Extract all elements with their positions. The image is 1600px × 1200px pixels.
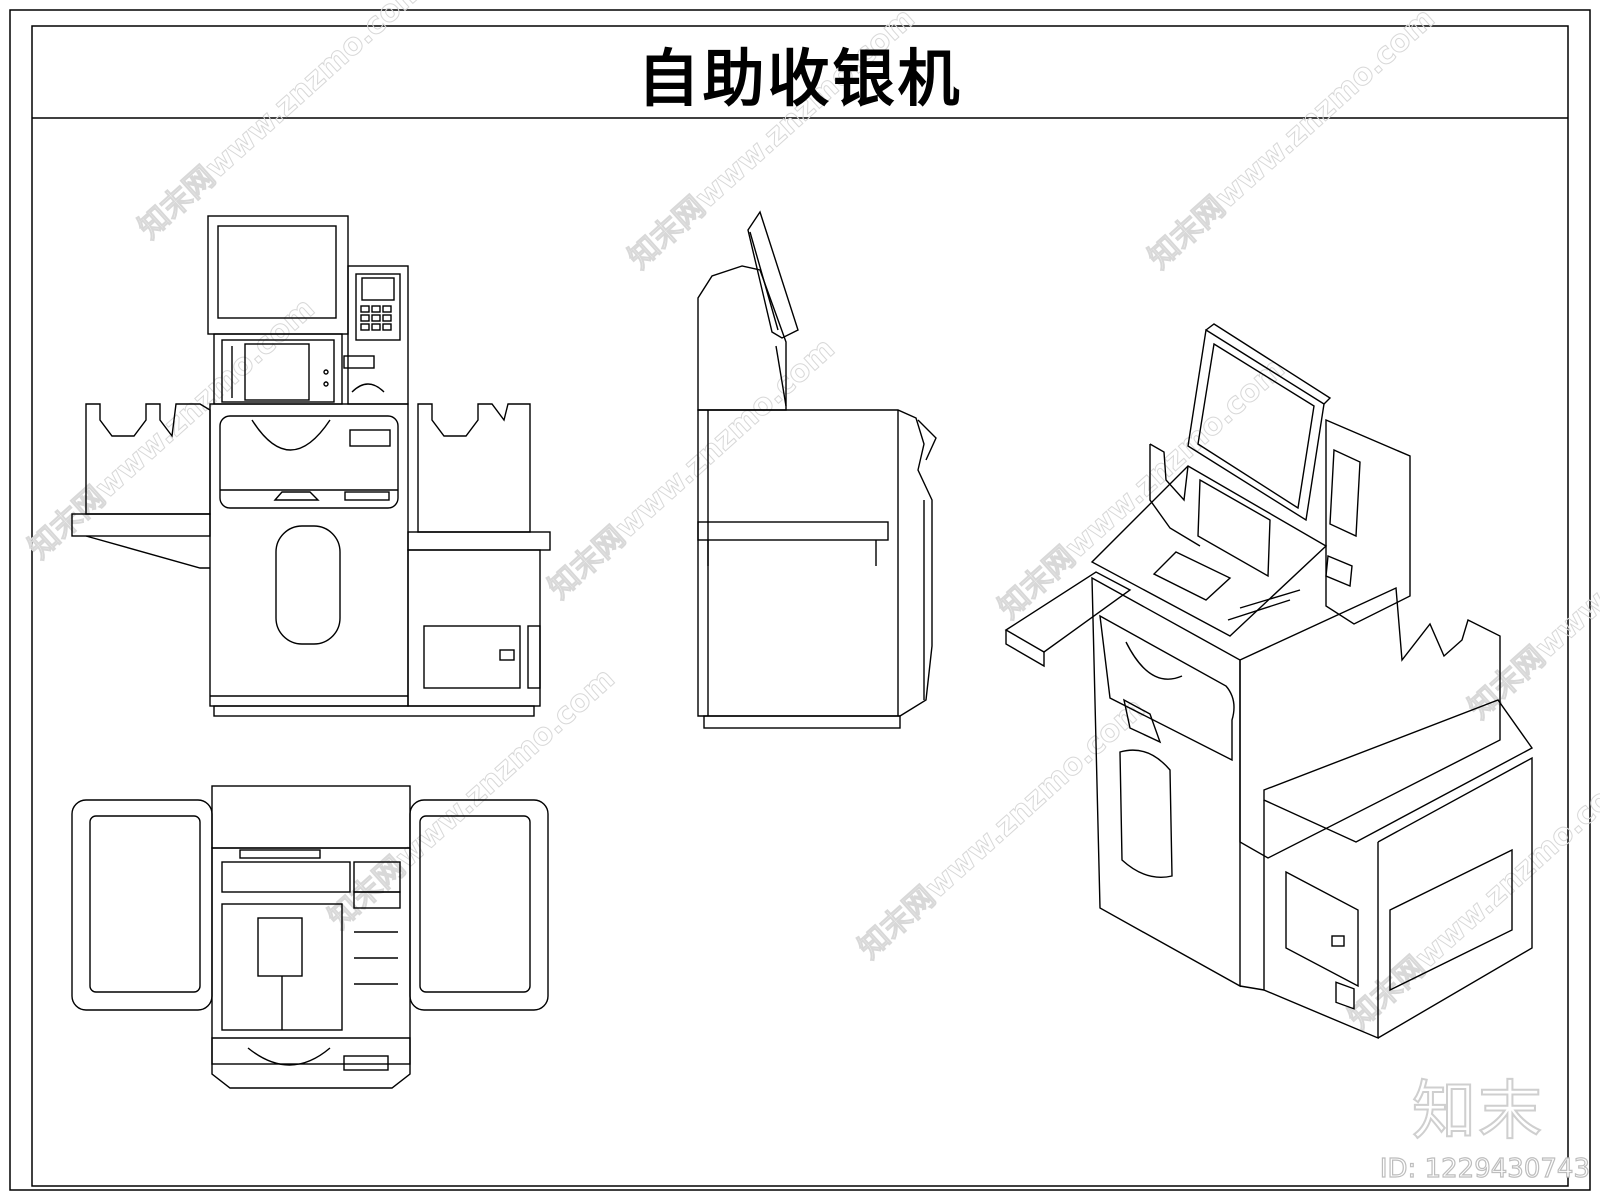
isometric-view — [1004, 323, 1534, 1040]
watermark-id: ID: 1229430743 — [1379, 1153, 1590, 1184]
watermark-text-9: 知末网www.znzmo.com — [1342, 761, 1600, 1036]
outer-border — [9, 9, 1591, 1191]
drawing-title: 自助收银机 — [637, 42, 963, 115]
watermark-brand: 知末 — [1411, 1074, 1544, 1150]
side-elevation-view — [697, 210, 937, 729]
watermark-text-5: 知末网www.znzmo.com — [992, 351, 1292, 626]
watermark-text-4: 知末网www.znzmo.com — [542, 331, 842, 606]
watermark-text-8: 知末网www.znzmo.com — [852, 691, 1152, 966]
watermark-text-6: 知末网www.znzmo.com — [1462, 451, 1600, 726]
front-elevation-view — [71, 215, 551, 717]
plan-view — [71, 785, 549, 1089]
inner-border — [31, 25, 1569, 1187]
watermark-text-3: 知末网www.znzmo.com — [22, 291, 322, 566]
watermark-text-7: 知末网www.znzmo.com — [322, 661, 622, 936]
